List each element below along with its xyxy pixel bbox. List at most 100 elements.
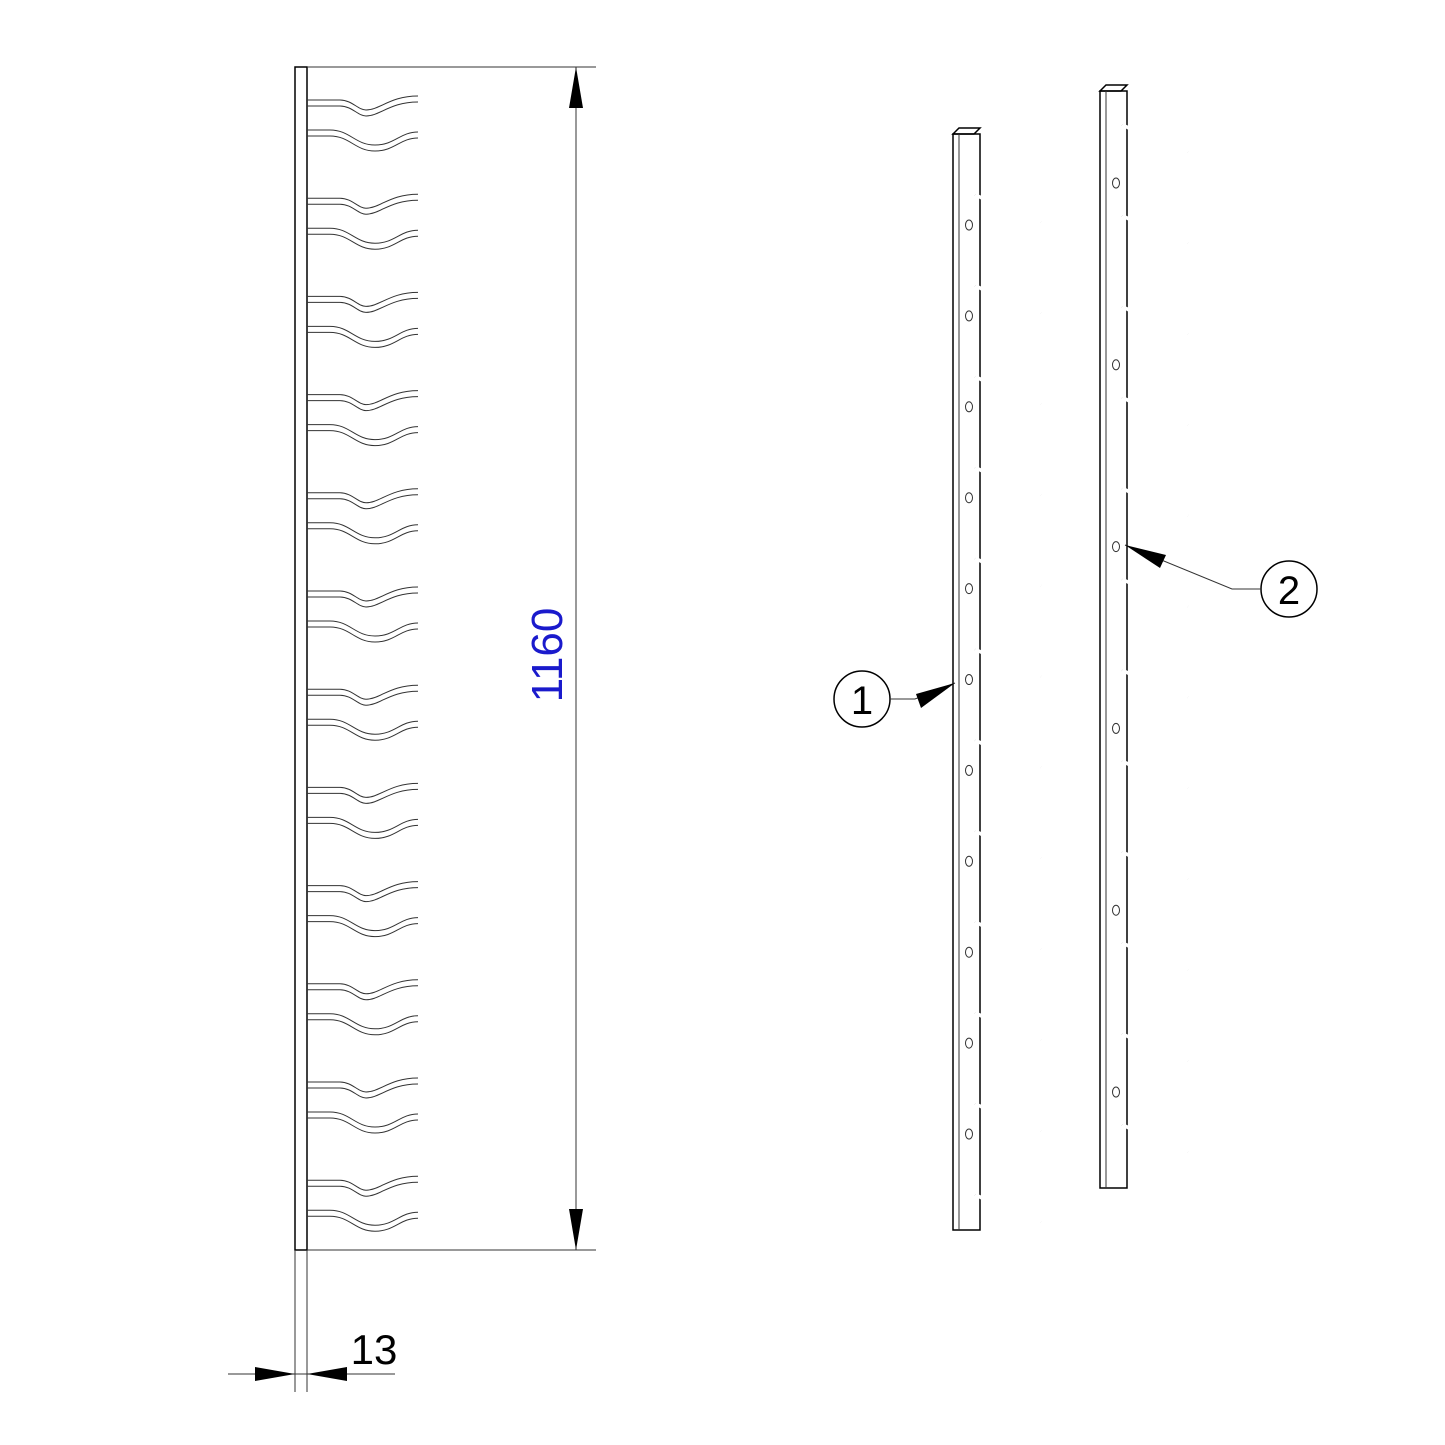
callout-2: 2 bbox=[1124, 544, 1318, 618]
hook-bottom bbox=[307, 921, 419, 938]
hook-pair bbox=[307, 193, 419, 250]
hook-top bbox=[307, 586, 419, 602]
callout-label: 2 bbox=[1278, 569, 1300, 613]
hook-pair bbox=[307, 291, 419, 348]
bottle-hook bbox=[1121, 214, 1189, 250]
bottle-hook bbox=[974, 1102, 1042, 1138]
mounting-hole bbox=[965, 310, 973, 322]
rail-top-face bbox=[951, 127, 982, 135]
mounting-hole bbox=[965, 674, 973, 685]
mounting-hole bbox=[965, 855, 973, 867]
hook-pair bbox=[307, 1077, 419, 1134]
hook-pair bbox=[307, 586, 419, 643]
bottle-hook bbox=[1121, 123, 1189, 159]
callout-label: 1 bbox=[851, 679, 873, 723]
hook-top bbox=[307, 488, 419, 504]
side-view-hooks bbox=[307, 95, 419, 1232]
thickness-dimension-label: 13 bbox=[351, 1326, 398, 1373]
bottle-hook bbox=[974, 1193, 1042, 1229]
hook-top bbox=[307, 291, 419, 307]
height-dimension-label: 1160 bbox=[523, 608, 572, 703]
hook-pair bbox=[307, 684, 419, 741]
arrow-right bbox=[255, 1367, 295, 1381]
rail-top-face bbox=[1098, 84, 1129, 92]
hook-top bbox=[307, 199, 419, 215]
height-dimension: 1160 bbox=[307, 66, 596, 1251]
bottle-hook bbox=[1121, 396, 1189, 432]
hook-top bbox=[307, 592, 419, 608]
hook-bottom bbox=[307, 915, 419, 932]
hook-bottom bbox=[307, 822, 419, 839]
hook-top bbox=[307, 887, 419, 903]
bottle-hook bbox=[1121, 1123, 1189, 1159]
thickness-dimension: 13 bbox=[228, 1250, 397, 1392]
hook-pair bbox=[307, 390, 419, 447]
hook-pair bbox=[307, 979, 419, 1036]
hook-bottom bbox=[307, 522, 419, 539]
isometric-view bbox=[951, 84, 1189, 1231]
hook-top bbox=[307, 101, 419, 117]
side-view-rail bbox=[294, 66, 308, 1251]
arrow-up bbox=[569, 67, 583, 108]
mounting-hole bbox=[965, 219, 973, 231]
callout-1: 1 bbox=[833, 670, 956, 728]
hook-top bbox=[307, 193, 419, 209]
rail-body bbox=[1099, 90, 1128, 1189]
bottle-hook bbox=[1121, 305, 1189, 341]
hook-top bbox=[307, 390, 419, 406]
hook-bottom bbox=[307, 718, 419, 735]
bottle-hook bbox=[1121, 759, 1189, 796]
hook-top bbox=[307, 788, 419, 804]
bottle-hook bbox=[974, 920, 1042, 956]
hook-top bbox=[307, 881, 419, 897]
rail-body bbox=[952, 133, 981, 1231]
hook-bottom bbox=[307, 1209, 419, 1226]
hook-bottom bbox=[307, 227, 419, 244]
hook-top bbox=[307, 297, 419, 313]
arrow-left bbox=[307, 1367, 347, 1381]
mounting-hole bbox=[965, 1037, 973, 1049]
bottle-hook bbox=[974, 647, 1042, 684]
arrow-down bbox=[569, 1209, 583, 1250]
bottle-hook bbox=[974, 284, 1042, 320]
bottle-hook bbox=[974, 375, 1042, 411]
mounting-hole bbox=[965, 583, 973, 595]
hook-bottom bbox=[307, 528, 419, 545]
hook-top bbox=[307, 1175, 419, 1191]
hook-bottom bbox=[307, 816, 419, 833]
hook-bottom bbox=[307, 1111, 419, 1128]
hook-bottom bbox=[307, 135, 419, 152]
bottle-hook bbox=[1121, 941, 1189, 977]
mounting-hole bbox=[965, 492, 973, 504]
bottle-hook bbox=[974, 829, 1042, 866]
bottle-hook bbox=[1121, 486, 1189, 523]
hook-top bbox=[307, 1083, 419, 1099]
hook-bottom bbox=[307, 424, 419, 441]
hook-top bbox=[307, 1077, 419, 1093]
hook-bottom bbox=[307, 325, 419, 342]
hook-top bbox=[307, 494, 419, 510]
hook-bottom bbox=[307, 129, 419, 146]
mounting-hole bbox=[1112, 359, 1120, 371]
mounting-hole bbox=[965, 946, 973, 958]
bottle-hook bbox=[1121, 850, 1189, 886]
mounting-hole bbox=[965, 764, 973, 776]
bottle-hook bbox=[1121, 668, 1189, 705]
mounting-hole bbox=[1112, 1086, 1120, 1098]
hook-top bbox=[307, 1181, 419, 1197]
bottle-hook bbox=[974, 556, 1042, 593]
hook-top bbox=[307, 979, 419, 995]
hook-pair bbox=[307, 881, 419, 938]
hook-pair bbox=[307, 95, 419, 152]
rail-2 bbox=[1098, 84, 1189, 1189]
hook-bottom bbox=[307, 1019, 419, 1036]
hook-top bbox=[307, 985, 419, 1001]
hook-top bbox=[307, 690, 419, 706]
hook-bottom bbox=[307, 724, 419, 741]
hook-top bbox=[307, 684, 419, 700]
hook-top bbox=[307, 95, 419, 111]
rail-1 bbox=[951, 127, 1042, 1231]
bottle-hook bbox=[974, 1011, 1042, 1047]
hook-bottom bbox=[307, 1013, 419, 1030]
hook-bottom bbox=[307, 1215, 419, 1232]
